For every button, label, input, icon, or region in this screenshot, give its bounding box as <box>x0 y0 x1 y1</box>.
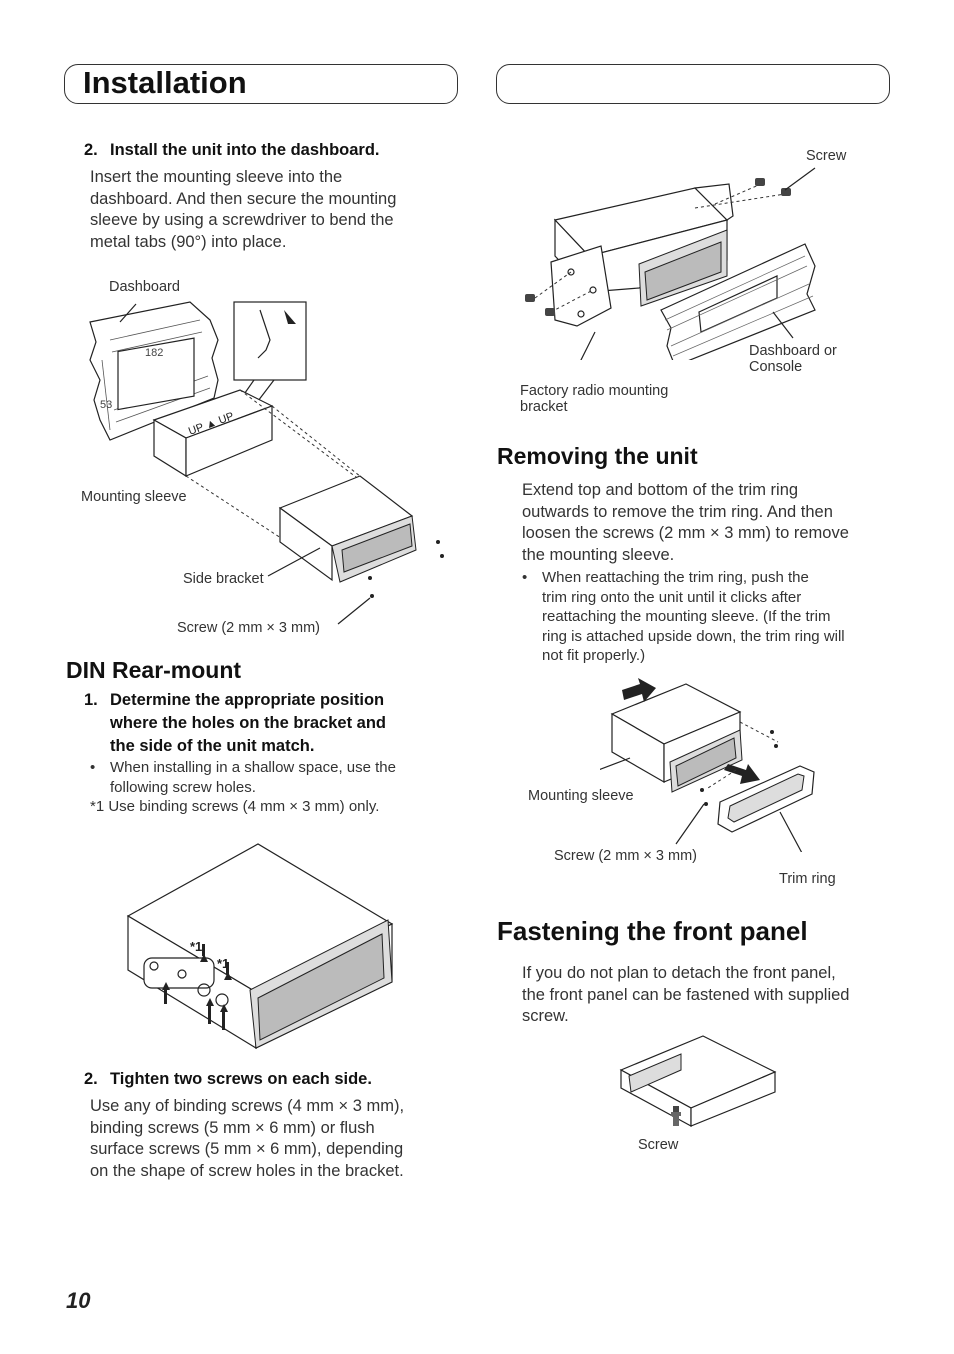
dashboard-install-diagram: UP ▲ UP <box>89 301 444 625</box>
label-dim-182: 182 <box>145 347 164 359</box>
title-box <box>64 64 458 104</box>
step-title: Install the unit into the dashboard. <box>110 141 380 159</box>
din-bullet: •When installing in a shallow space, use… <box>90 758 460 817</box>
removing-bullet: •When reattaching the trim ring, push th… <box>522 569 845 664</box>
label-dashboard-console: Dashboard or Console <box>749 343 837 375</box>
din-step1: 1. Determine the appropriate position wh… <box>84 691 386 755</box>
install-body: Insert the mounting sleeve into the dash… <box>90 168 397 251</box>
fastening-heading: Fastening the front panel <box>497 916 808 946</box>
label-dim-53: 53 <box>100 399 113 411</box>
din-note: *1 Use binding screws (4 mm × 3 mm) only… <box>90 798 380 815</box>
din-step2-body: Use any of binding screws (4 mm × 3 mm),… <box>90 1097 405 1180</box>
removing-body: Extend top and bottom of the trim ring o… <box>522 481 849 564</box>
label-mounting-sleeve: Mounting sleeve <box>81 489 187 505</box>
label-screw-top: Screw <box>806 148 847 164</box>
label-trim-ring: Trim ring <box>779 871 836 887</box>
fastening-body: If you do not plan to detach the front p… <box>522 964 850 1025</box>
label-screw-2x3: Screw (2 mm × 3 mm) <box>177 620 320 636</box>
page-title: Installation <box>83 65 247 100</box>
label-dashboard: Dashboard <box>109 279 180 295</box>
label-remove-screw: Screw (2 mm × 3 mm) <box>554 848 697 864</box>
din-rear-heading: DIN Rear-mount <box>66 657 242 683</box>
din-step2: 2. Tighten two screws on each side. <box>84 1070 372 1088</box>
label-side-bracket: Side bracket <box>183 571 264 587</box>
fastening-diagram <box>619 1035 777 1128</box>
label-remove-mounting-sleeve: Mounting sleeve <box>528 788 634 804</box>
factory-bracket-diagram <box>525 167 816 360</box>
label-factory-bracket: Factory radio mounting bracket <box>520 383 669 415</box>
install-step: 2. Install the unit into the dashboard. <box>84 139 464 163</box>
din-mark-1a: *1 <box>190 939 203 954</box>
page-number: 10 <box>66 1288 91 1313</box>
step-number: 2. <box>84 141 98 159</box>
blank-title-box <box>496 64 890 104</box>
removing-heading: Removing the unit <box>497 443 698 469</box>
din-rear-diagram <box>126 843 394 1050</box>
din-mark-1b: *1 <box>217 956 230 971</box>
removing-diagram <box>600 678 815 852</box>
label-fastening-screw: Screw <box>638 1137 679 1153</box>
